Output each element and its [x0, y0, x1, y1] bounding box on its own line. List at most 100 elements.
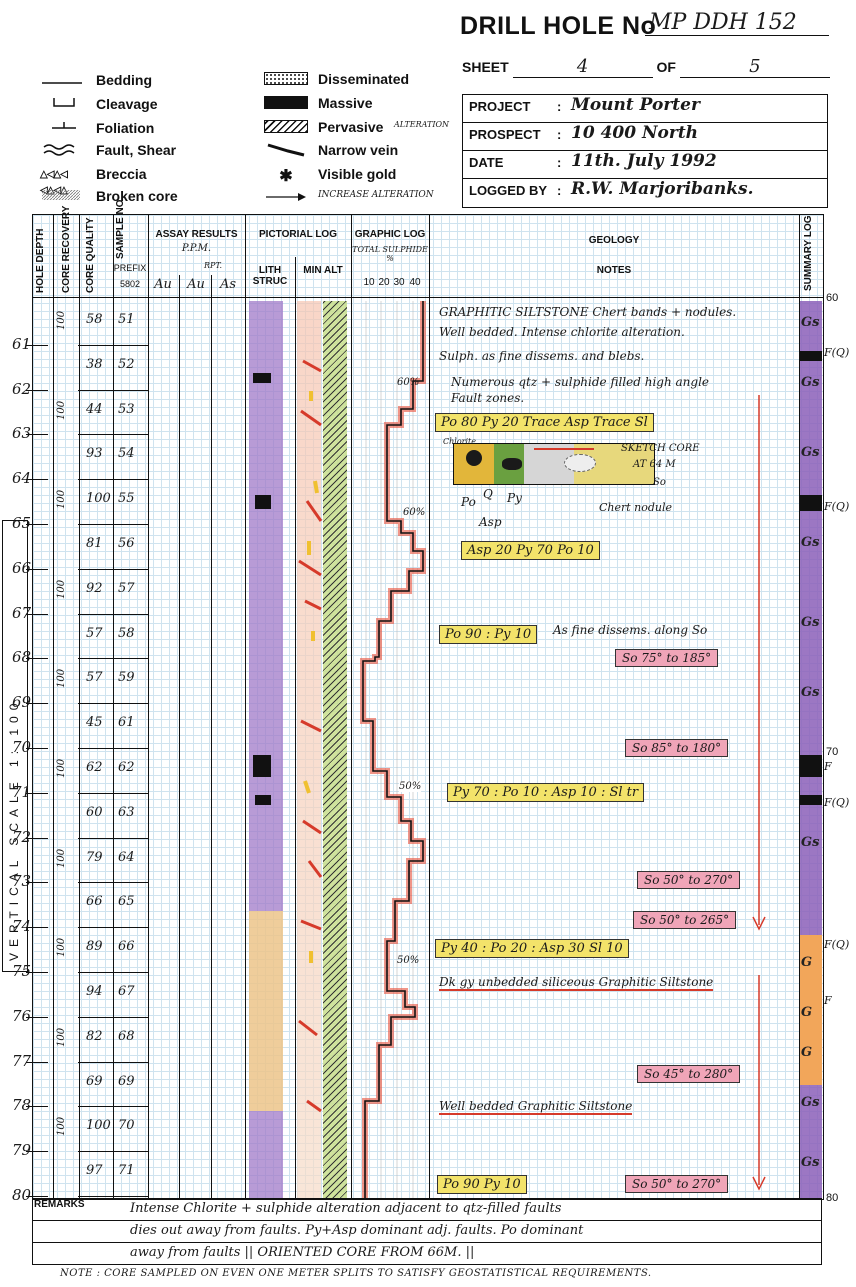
- mineral-ratio-box: Po 90 Py 10: [437, 1175, 527, 1194]
- depth-tick: [26, 479, 48, 480]
- geology-note: Fault zones.: [451, 391, 524, 405]
- side-fq-label: F(Q): [824, 796, 849, 809]
- dk-siltstone-note: Dk gy unbedded siliceous Graphitic Silts…: [439, 975, 713, 991]
- sample-prefix-value: 5802: [113, 279, 147, 289]
- col-divider: [148, 215, 149, 1199]
- side-f-label: F: [824, 760, 832, 773]
- sample-row-line: [78, 838, 148, 839]
- summary-fault-block: [800, 351, 822, 361]
- sketch-chert-label: Chert nodule: [599, 501, 672, 514]
- summary-g: G: [801, 1005, 823, 1020]
- sketch-at-label: AT 64 M: [633, 459, 676, 470]
- summary-gs: Gs: [801, 1155, 823, 1170]
- depth-tick: [26, 524, 48, 525]
- sample-number: 57: [118, 581, 135, 596]
- depth-label: 63: [12, 424, 31, 442]
- core-quality-value: 97: [86, 1163, 103, 1178]
- sketch-py-label: Py: [507, 491, 522, 505]
- sample-number: 53: [118, 402, 135, 417]
- sample-row-line: [78, 927, 148, 928]
- broken-core-icon: [40, 189, 85, 201]
- hole-depth-header: HOLE DEPTH: [35, 229, 46, 293]
- col-divider: [211, 275, 212, 1199]
- core-quality-value: 60: [86, 805, 103, 820]
- core-recovery-value: 100: [56, 938, 67, 957]
- summary-log-header: SUMMARY LOG: [803, 215, 814, 291]
- remarks-right-border: [821, 1198, 822, 1264]
- geology-header: GEOLOGY: [429, 235, 799, 246]
- massive-icon: [264, 96, 308, 109]
- sample-row-line: [78, 1017, 148, 1018]
- remarks-line-1: Intense Chlorite + sulphide alteration a…: [130, 1201, 561, 1216]
- narrow-vein-icon: [264, 142, 309, 158]
- col-divider: [179, 275, 180, 1199]
- summary-gs: Gs: [801, 445, 823, 460]
- depth-tick: [26, 345, 48, 346]
- bedding-orientation-box: So 75° to 185°: [615, 649, 718, 667]
- core-quality-value: 45: [86, 715, 103, 730]
- depth-label: 80: [12, 1186, 31, 1204]
- depth-label: 62: [12, 380, 31, 398]
- sample-number: 69: [118, 1074, 135, 1089]
- depth-tick: [26, 434, 48, 435]
- sample-number: 64: [118, 850, 135, 865]
- legend-item-cleavage: Cleavage: [40, 96, 260, 113]
- hole-number: MP DDH 152: [645, 10, 829, 36]
- core-recovery-value: 100: [56, 759, 67, 778]
- remarks-label: REMARKS: [34, 1199, 85, 1210]
- wb-siltstone-note: Well bedded Graphitic Siltstone: [439, 1099, 632, 1115]
- core-quality-value: 89: [86, 939, 103, 954]
- sketch-asp-label: Asp: [479, 515, 502, 529]
- bedding-orientation-box: So 50° to 265°: [633, 911, 736, 929]
- massive-block: [255, 495, 271, 509]
- visible-gold-icon: ✱: [264, 166, 308, 186]
- lith-struc-header: LITH STRUC: [247, 265, 293, 287]
- geology-note: GRAPHITIC SILTSTONE Chert bands + nodule…: [439, 305, 736, 319]
- bedding-orientation-box: So 50° to 270°: [637, 871, 740, 889]
- lith-purple-band: [249, 301, 283, 911]
- sample-prefix: PREFIX: [113, 263, 147, 273]
- legend-item-increase-alteration: INCREASE ALTERATION: [264, 190, 474, 206]
- core-quality-value: 100: [86, 491, 111, 506]
- sketch-core-label: SKETCH CORE: [621, 443, 700, 454]
- narrow-veins: [297, 301, 347, 1199]
- drill-hole-title: DRILL HOLE No: [460, 12, 656, 41]
- core-recovery-header: CORE RECOVERY: [61, 206, 72, 293]
- sketch-so-label: So: [653, 477, 666, 488]
- core-quality-value: 79: [86, 850, 103, 865]
- side-fq-label: F(Q): [824, 938, 849, 951]
- sample-number: 58: [118, 626, 135, 641]
- col-divider: [429, 215, 430, 1199]
- depth-tick: [26, 614, 48, 615]
- prospect-row: PROSPECT : 10 400 North: [463, 123, 827, 151]
- depth-tick: [26, 703, 48, 704]
- depth-tick: [26, 927, 48, 928]
- depth-tick: [26, 390, 48, 391]
- pervasive-icon: [264, 120, 308, 133]
- disseminated-icon: [264, 72, 308, 85]
- depth-label: 74: [12, 917, 31, 935]
- core-quality-value: 82: [86, 1029, 103, 1044]
- sheet-value: 4: [513, 56, 653, 78]
- legend-item-narrow-vein: Narrow vein: [264, 142, 474, 161]
- depth-label: 75: [12, 962, 31, 980]
- depth-label: 77: [12, 1052, 31, 1070]
- sample-row-line: [78, 1196, 148, 1197]
- depth-label: 66: [12, 559, 31, 577]
- remarks-left-border: [32, 1198, 33, 1264]
- as-label: As: [213, 277, 243, 292]
- remarks-top-line: [32, 1198, 822, 1199]
- sulphide-pct-label: 60%: [397, 377, 419, 388]
- massive-block: [255, 795, 271, 805]
- core-quality-value: 58: [86, 312, 103, 327]
- core-quality-value: 81: [86, 536, 103, 551]
- depth-tick: [26, 658, 48, 659]
- core-quality-value: 66: [86, 894, 103, 909]
- header-divider: [33, 297, 823, 298]
- depth-tick: [26, 838, 48, 839]
- dissems-note: As fine dissems. along So: [553, 623, 707, 637]
- depth-label: 67: [12, 604, 31, 622]
- sample-row-line: [78, 434, 148, 435]
- summary-gs: Gs: [801, 835, 823, 850]
- summary-fault-block: [800, 755, 822, 777]
